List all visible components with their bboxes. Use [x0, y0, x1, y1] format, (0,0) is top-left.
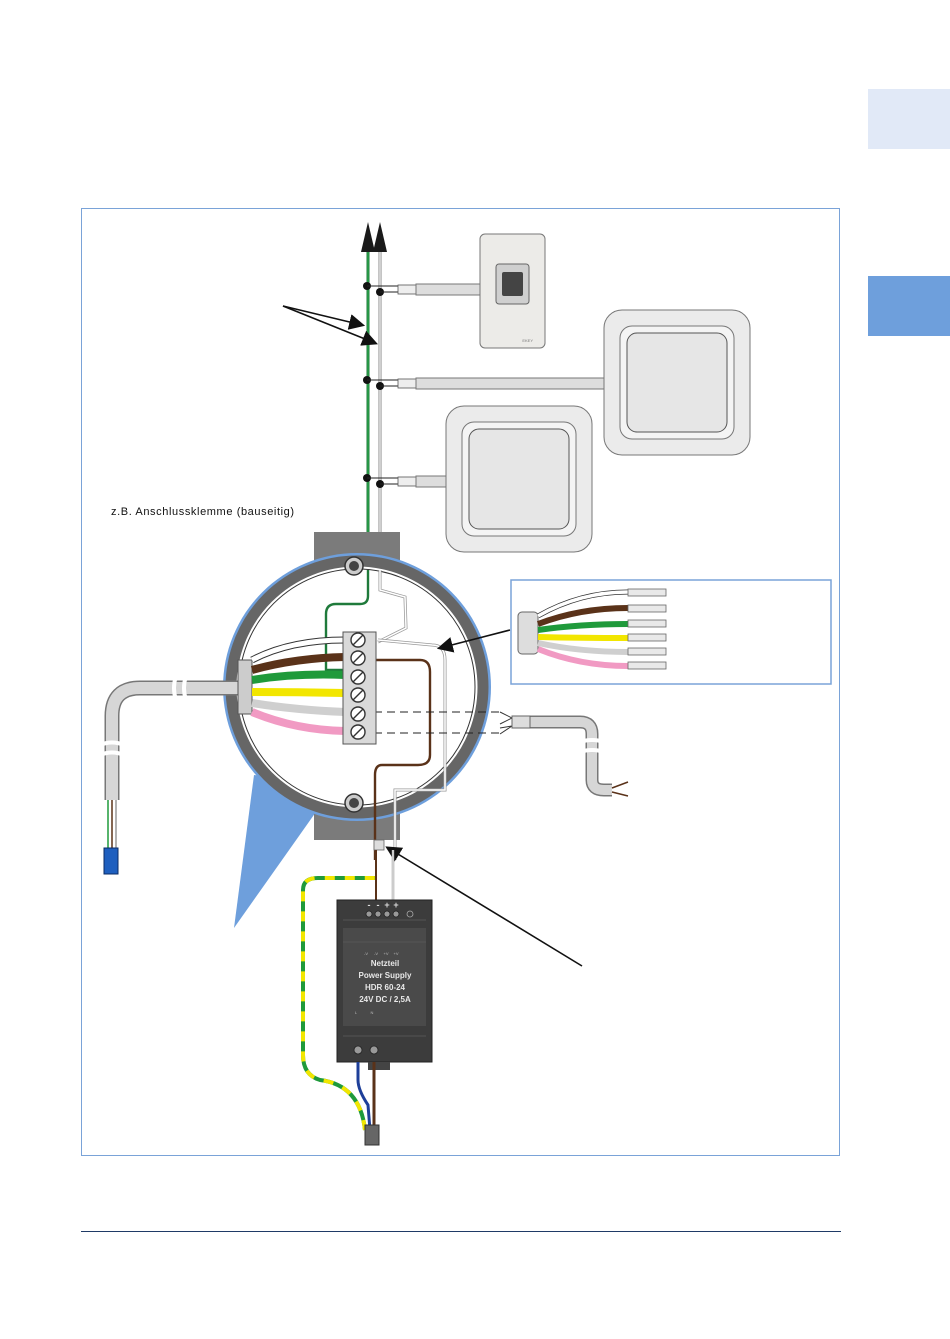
svg-text:+V: +V: [383, 951, 388, 956]
svg-text:+V: +V: [393, 951, 398, 956]
keypad-device-2: [446, 406, 592, 552]
svg-text:N: N: [371, 1010, 374, 1015]
svg-text:Netzteil: Netzteil: [371, 959, 399, 968]
arrow-up-icon: [361, 222, 375, 252]
wire-detail-box: [511, 580, 831, 684]
keypad-device-1: [604, 310, 750, 455]
svg-text:+: +: [393, 900, 398, 910]
svg-text:Power Supply: Power Supply: [359, 971, 412, 980]
mains-cable-end: [365, 1125, 379, 1145]
main-cable: [100, 660, 252, 874]
bus-lines: [361, 222, 387, 560]
bus-pointer-arrows: [283, 306, 375, 343]
fingerprint-reader: EKEY: [480, 234, 545, 348]
terminal-block: [343, 632, 376, 744]
svg-text:-V: -V: [364, 951, 368, 956]
outgoing-cable: [500, 712, 628, 796]
plug-connector-icon: [104, 848, 118, 874]
svg-text:EKEY: EKEY: [522, 338, 533, 343]
terminal-annotation: z.B. Anschlussklemme (bauseitig): [111, 506, 295, 518]
svg-text:-: -: [368, 900, 371, 910]
arrow-up-icon: [373, 222, 387, 252]
power-supply-unit: - - + + -V -V +V +V Netzteil Power Suppl…: [337, 900, 432, 1070]
svg-text:+: +: [384, 900, 389, 910]
svg-text:HDR 60-24: HDR 60-24: [365, 983, 406, 992]
fingerprint-sensor-icon: [502, 272, 523, 296]
svg-text:24V DC / 2,5A: 24V DC / 2,5A: [359, 995, 411, 1004]
svg-text:-V: -V: [374, 951, 378, 956]
svg-text:-: -: [377, 900, 380, 910]
